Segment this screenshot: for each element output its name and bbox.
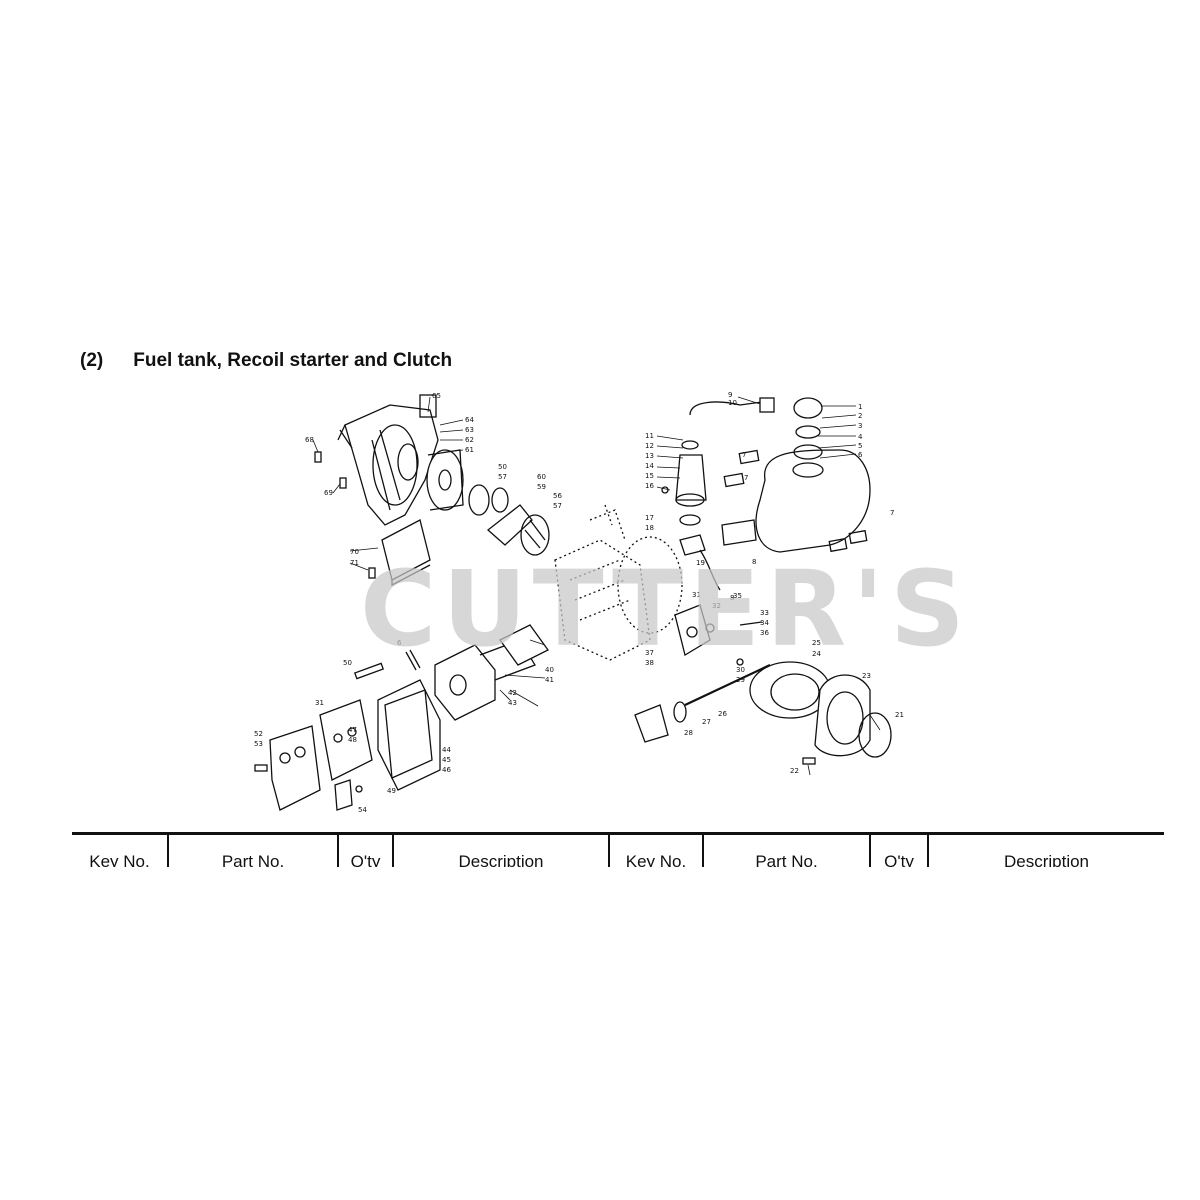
air-cleaner-drawing [254,679,441,811]
callout-54: 54 [358,806,367,814]
callout-6b: 6 [397,639,402,647]
section-title: Fuel tank, Recoil starter and Clutch [133,350,453,371]
callout-47: 47 [348,726,357,734]
callout-69: 69 [324,489,333,497]
watermark-text: CUTTER'S [360,548,971,670]
engine-block-drawing [554,504,683,661]
callout-11: 11 [645,432,654,440]
callout-16: 16 [645,482,654,490]
callout-44: 44 [442,746,451,754]
callout-labels: 1 2 3 4 5 6 7 7 7 8 9 10 11 12 13 14 15 … [254,391,904,814]
callout-50a: 50 [343,659,352,667]
callout-31b: 31 [692,591,701,599]
callout-33: 33 [760,609,769,617]
callout-61: 61 [465,446,474,454]
callout-38: 38 [645,659,654,667]
callout-7b: 7 [744,474,748,482]
callout-49: 49 [387,787,396,795]
callout-13: 13 [645,452,654,460]
callout-4: 4 [858,433,863,441]
col-description-left: Description [392,835,608,867]
callout-71: 71 [350,559,359,567]
col-qty-left: Q'ty [337,835,392,867]
callout-65: 65 [432,392,441,400]
callout-15: 15 [645,472,654,480]
callout-28: 28 [684,729,693,737]
callout-17: 17 [645,514,654,522]
callout-21: 21 [895,711,904,719]
callout-8: 8 [752,558,756,566]
callout-36: 36 [760,629,769,637]
callout-22: 22 [790,767,799,775]
callout-41: 41 [545,676,554,684]
callout-52: 52 [254,730,263,738]
callout-43: 43 [508,699,517,707]
callout-10: 10 [728,399,737,407]
callout-27: 27 [702,718,711,726]
callout-70: 70 [350,548,359,556]
callout-59: 59 [537,483,546,491]
callout-12: 12 [645,442,654,450]
callout-3: 3 [858,422,862,430]
callout-32: 32 [712,602,721,610]
callout-leaders [312,396,881,776]
callout-50b: 50 [498,463,507,471]
clutch-housing-drawing [337,394,550,556]
fuel-pump-drawing [661,397,775,591]
callout-37: 37 [645,649,654,657]
callout-2: 2 [858,412,862,420]
callout-57b: 57 [553,502,562,510]
callout-40: 40 [545,666,554,674]
col-qty-right: Q'ty [869,835,927,867]
callout-42: 42 [508,689,517,697]
callout-60: 60 [537,473,546,481]
callout-56: 56 [553,492,562,500]
callout-34: 34 [760,619,769,627]
col-key-no-left: Key No. [89,852,150,867]
callout-18: 18 [645,524,654,532]
callout-14: 14 [645,462,654,470]
callout-19: 19 [696,559,705,567]
callout-25: 25 [812,639,821,647]
callout-8b: 8 [730,594,734,602]
callout-64: 64 [465,416,474,424]
callout-57a: 57 [498,473,507,481]
col-part-no-right: Part No. [702,835,869,867]
col-part-no-left: Part No. [167,835,337,867]
fuel-tank-drawing [721,397,871,553]
callout-1: 1 [858,403,862,411]
section-number: (2) [80,350,104,371]
callout-68: 68 [305,436,314,444]
col-description-right: Description [927,835,1164,867]
recoil-starter-drawing [634,604,892,765]
bracket-drawing [314,451,431,587]
callout-5: 5 [858,442,862,450]
callout-46: 46 [442,766,451,774]
callout-24: 24 [812,650,821,658]
callout-26: 26 [718,710,727,718]
callout-62: 62 [465,436,474,444]
callout-9: 9 [728,391,732,399]
callout-48: 48 [348,736,357,744]
callout-63: 63 [465,426,474,434]
callout-7c: 7 [890,509,894,517]
callout-31a: 31 [315,699,324,707]
callout-35: 35 [733,592,742,600]
callout-7a: 7 [742,451,746,459]
callout-53: 53 [254,740,263,748]
col-key-no-right: Key No. [608,835,702,867]
callout-30: 30 [736,666,745,674]
callout-45: 45 [442,756,451,764]
parts-table-header: Key No. Part No. Q'ty Description Key No… [72,832,1164,867]
callout-6: 6 [858,451,863,459]
callout-29: 29 [736,676,745,684]
section-heading: (2) Fuel tank, Recoil starter and Clutch [80,350,452,372]
carburetor-drawing [353,624,549,721]
callout-23: 23 [862,672,871,680]
